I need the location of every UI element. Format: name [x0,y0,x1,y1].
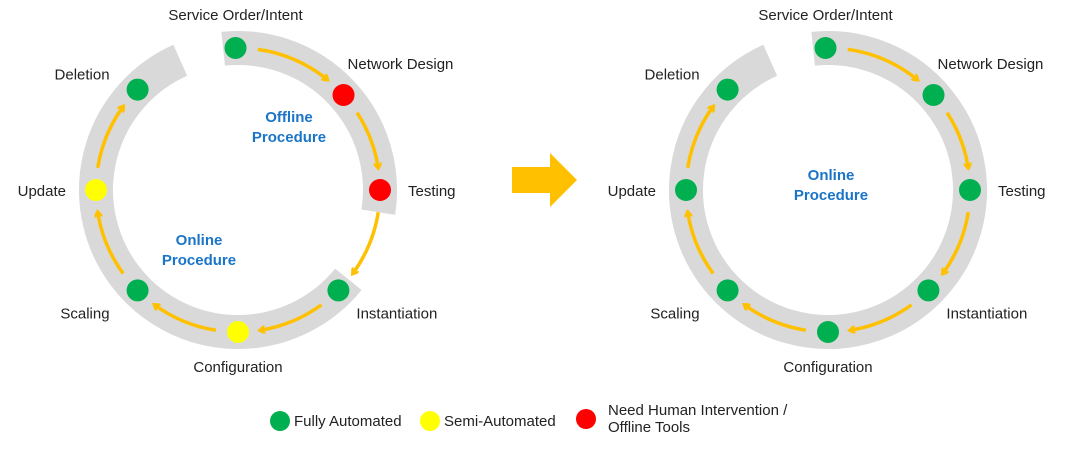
flow-arrow [945,111,968,168]
stage-node-fully-automated [224,37,247,60]
stage-label: Scaling [650,305,699,322]
flow-arrow [353,211,380,273]
stage-node-semi-automated [227,321,249,343]
stage-node-fully-automated [716,78,739,101]
legend: Fully Automated Semi-Automated Need Huma… [0,400,1080,450]
stage-label: Update [608,183,656,200]
stage-label: Instantiation [946,305,1027,322]
stage-label: Deletion [645,67,700,84]
stage-label: Testing [998,183,1046,200]
flow-arrow [355,111,378,168]
procedure-label: Procedure [162,252,236,269]
flow-arrow [96,107,123,169]
procedure-label: Procedure [252,129,326,146]
stage-node-fully-automated [817,321,839,343]
flow-arrow [155,305,217,332]
stage-node-fully-automated [922,83,945,106]
stage-node-human-intervention [332,83,355,106]
flow-arrow [943,211,970,273]
stage-label: Testing [408,183,456,200]
stage-label: Service Order/Intent [758,7,893,24]
stage-node-fully-automated [959,179,981,201]
right-arrow-icon [512,153,577,207]
green-dot-icon [270,411,290,431]
procedure-label: Offline [265,109,313,126]
stage-label: Scaling [60,305,109,322]
stage-node-fully-automated [675,179,697,201]
stage-label: Update [18,183,66,200]
procedure-label: Online [808,167,855,184]
red-dot-icon [576,409,596,429]
legend-item-fully-automated: Fully Automated [270,411,402,431]
stage-node-fully-automated [814,37,837,60]
stage-node-fully-automated [716,279,739,302]
procedure-label: Online [176,232,223,249]
stage-node-semi-automated [85,179,107,201]
legend-label: Semi-Automated [444,412,556,430]
legend-label: Need Human Intervention / [608,402,788,419]
flow-arrow [686,107,713,169]
yellow-dot-icon [420,411,440,431]
stage-label: Configuration [783,359,872,376]
legend-label-line2: Offline Tools [608,419,690,436]
legend-item-semi-automated: Semi-Automated [420,411,556,431]
stage-label: Service Order/Intent [168,7,303,24]
flow-arrow [850,303,913,330]
flow-arrow [260,303,323,330]
stage-node-fully-automated [917,279,940,302]
flow-arrow [745,305,807,332]
stage-node-human-intervention [369,179,391,201]
stage-label: Configuration [193,359,282,376]
flow-arrow [98,212,125,275]
flow-arrow [847,47,918,79]
stage-node-fully-automated [126,78,149,101]
stage-label: Deletion [55,67,110,84]
flow-arrow [257,47,328,79]
stage-node-fully-automated [126,279,149,302]
stage-node-fully-automated [327,279,350,302]
stage-label: Network Design [938,56,1044,73]
procedure-label: Procedure [794,187,868,204]
legend-item-human-intervention: Need Human Intervention / Offline Tools [576,402,787,436]
stage-label: Network Design [348,56,454,73]
legend-label: Fully Automated [294,412,402,430]
stage-label: Instantiation [356,305,437,322]
flow-arrow [688,212,715,275]
